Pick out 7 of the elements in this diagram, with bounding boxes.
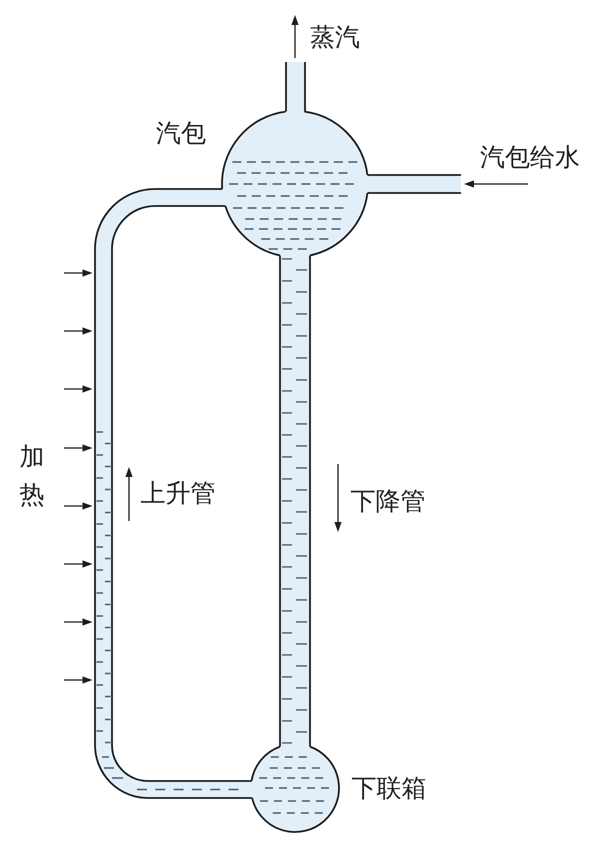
label: 下降管 [350,488,426,514]
label: 加热 [20,441,44,511]
vessel-label: 汽包 [156,120,206,146]
label: 汽包给水 [480,144,580,170]
label: 上升管 [140,480,216,506]
label: 蒸汽 [310,24,360,50]
vessel-label: 下联箱 [352,776,426,800]
